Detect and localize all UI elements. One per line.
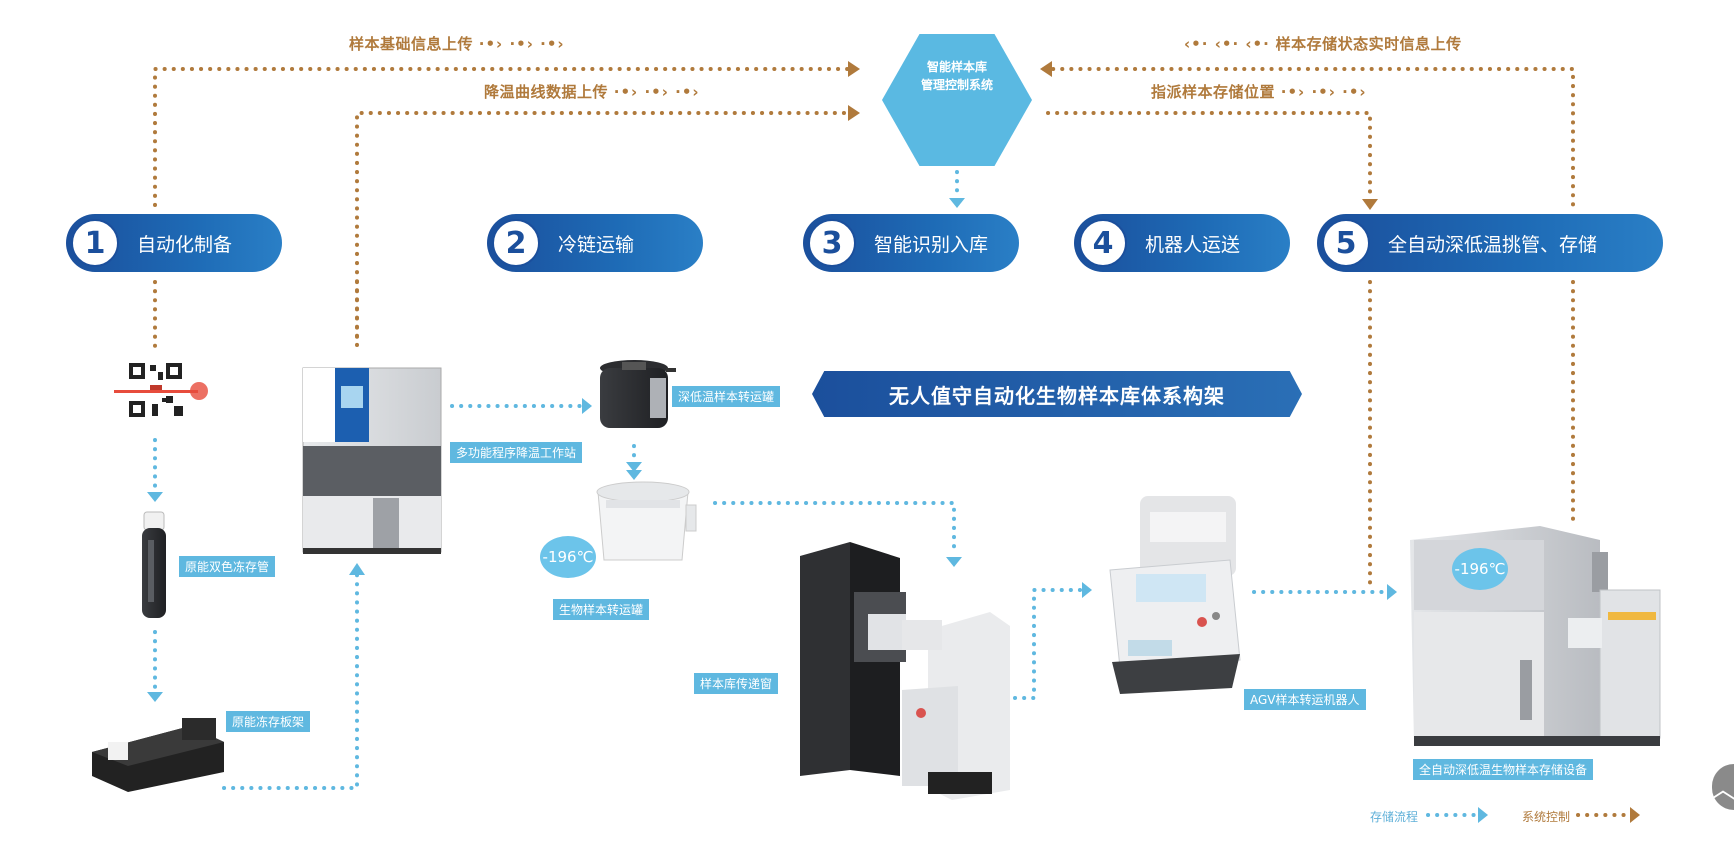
qr-code-icon <box>114 362 208 418</box>
step-label: 冷链运输 <box>558 233 635 256</box>
sample-info-upload-label: 样本基础信息上传 ·•› ·•› ·•› <box>349 33 565 54</box>
cooling-curve-upload-text: 降温曲线数据上传 <box>484 83 609 101</box>
flow-arrowheads <box>147 198 1397 702</box>
sample-info-upload-text: 样本基础信息上传 <box>349 35 474 53</box>
right-arrows-icon: ·•› ·•› ·•› <box>1280 83 1367 101</box>
right-arrows-icon: ·•› ·•› ·•› <box>613 83 700 101</box>
low-temp-tank-tag: 深低温样本转运罐 <box>672 386 781 407</box>
step-1-auto-preparation: 1 自动化制备 <box>66 214 282 272</box>
control-lines <box>153 67 1575 592</box>
management-system-hexagon <box>882 34 1032 166</box>
bio-tank-illustration <box>596 481 697 561</box>
low-temp-tank-illustration <box>600 360 676 428</box>
legend-storage-flow-label: 存储流程 <box>1370 810 1419 824</box>
tube-tag: 原能双色冻存管 <box>179 556 276 577</box>
workstation-machine <box>302 367 442 554</box>
step-3-smart-identification: 3 智能识别入库 <box>803 214 1019 272</box>
step-number: 1 <box>71 219 119 267</box>
system-title-line1: 智能样本库 <box>926 60 987 74</box>
step-2-cold-chain: 2 冷链运输 <box>487 214 703 272</box>
workstation-tag: 多功能程序降温工作站 <box>450 442 583 463</box>
cooling-curve-upload-label: 降温曲线数据上传 ·•› ·•› ·•› <box>484 81 700 102</box>
agv-robot-illustration <box>1109 496 1241 694</box>
agv-robot-tag: AGV样本转运机器人 <box>1244 689 1366 710</box>
plate-rack-icon <box>92 718 224 792</box>
step-number: 4 <box>1079 219 1127 267</box>
assign-location-label: 指派样本存储位置 ·•› ·•› ·•› <box>1151 81 1367 102</box>
storage-status-upload-text: 样本存储状态实时信息上传 <box>1275 35 1462 53</box>
system-title-line2: 管理控制系统 <box>920 78 993 92</box>
step-number: 3 <box>808 219 856 267</box>
step-number: 2 <box>492 219 540 267</box>
storage-status-upload-label: ‹•· ‹•· ‹•· 样本存储状态实时信息上传 <box>1184 33 1462 54</box>
step-5-cryo-storage: 5 全自动深低温挑管、存储 <box>1317 214 1663 272</box>
step-4-robot-delivery: 4 机器人运送 <box>1074 214 1290 272</box>
storage-temperature-badge: -196℃ <box>1452 548 1508 590</box>
control-arrowheads <box>848 61 1378 210</box>
storage-device-illustration <box>1410 526 1661 746</box>
bio-tank-tag: 生物样本转运罐 <box>553 599 650 620</box>
flow-lines <box>153 170 1387 790</box>
tank-temperature-badge: -196℃ <box>540 536 596 578</box>
legend-system-control-label: 系统控制 <box>1522 810 1571 824</box>
scroll-top-button[interactable]: ︿ <box>1710 764 1734 810</box>
right-arrows-icon: ·•› ·•› ·•› <box>478 35 565 53</box>
step-label: 智能识别入库 <box>874 233 989 256</box>
chevron-up-icon: ︿ <box>1710 774 1734 805</box>
pass-window-illustration <box>800 542 1010 800</box>
cryo-tube-icon <box>142 511 166 618</box>
storage-device-tag: 全自动深低温生物样本存储设备 <box>1413 759 1594 780</box>
assign-location-text: 指派样本存储位置 <box>1151 83 1276 101</box>
left-arrows-icon: ‹•· ‹•· ‹•· <box>1184 35 1270 53</box>
step-label: 自动化制备 <box>137 233 233 256</box>
architecture-banner: 无人值守自动化生物样本库体系构架 <box>812 371 1302 417</box>
step-label: 机器人运送 <box>1145 233 1241 256</box>
step-number: 5 <box>1322 219 1370 267</box>
plate-rack-tag: 原能冻存板架 <box>226 711 311 732</box>
pass-window-tag: 样本库传递窗 <box>694 673 779 694</box>
step-label: 全自动深低温挑管、存储 <box>1388 233 1598 256</box>
